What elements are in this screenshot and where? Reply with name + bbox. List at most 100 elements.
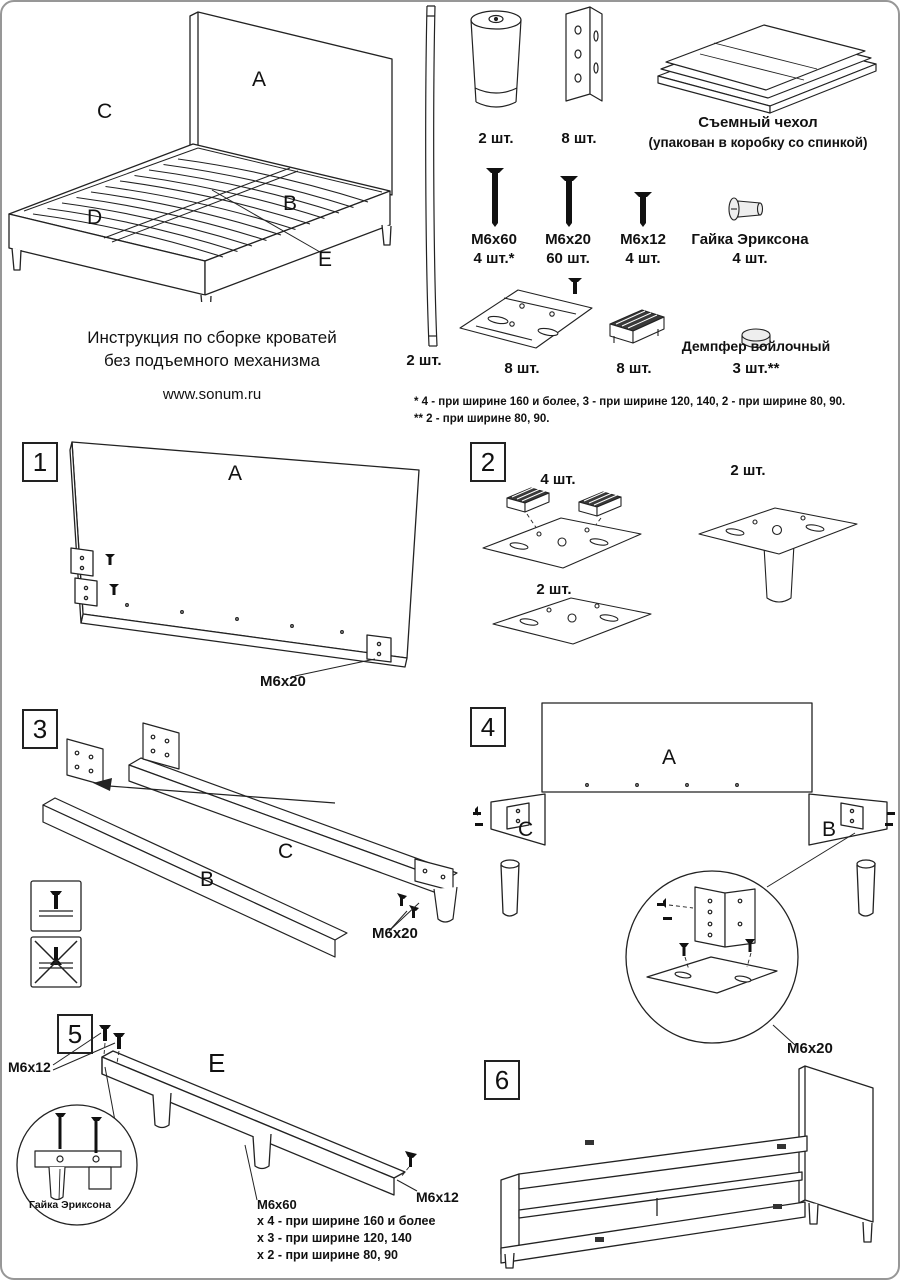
step1-label-a: A — [228, 462, 243, 485]
ov-label-e: E — [318, 248, 333, 271]
leg-qty: 2 шт. — [478, 130, 514, 147]
center-beam-e — [102, 1051, 405, 1178]
bed-slats — [32, 159, 368, 258]
m6x60-name: M6x60 — [471, 231, 517, 248]
step1-drawing — [17, 430, 462, 680]
ov-label-a: A — [252, 68, 267, 91]
website-url: www.sonum.ru — [162, 386, 262, 403]
erikson-nut-qty: 4 шт. — [732, 250, 768, 267]
beam-leg — [253, 1134, 271, 1169]
step2-qty-top: 4 шт. — [540, 471, 576, 488]
angle-bracket-qty: 8 шт. — [561, 130, 597, 147]
m6x60-qty: 4 шт.* — [473, 250, 515, 267]
step6-number-box: 6 — [484, 1060, 520, 1100]
near-rail — [501, 1202, 805, 1263]
cover-part-drawing — [644, 16, 890, 114]
headboard-shape — [198, 12, 392, 195]
slat-holder-qty: 8 шт. — [616, 360, 652, 377]
title-line2: без подъемного механизма — [104, 351, 320, 370]
step6-drawing — [477, 1052, 897, 1280]
detail-leg — [49, 1167, 65, 1200]
corner-plate-part-drawing — [456, 278, 598, 358]
corner-plate — [493, 598, 651, 644]
m6x12-qty: 4 шт. — [625, 250, 661, 267]
frame-leg — [863, 1222, 872, 1242]
erikson-nut-drawing — [726, 196, 772, 222]
frame-leg — [505, 1253, 514, 1268]
erikson-nut-name: Гайка Эриксона — [691, 231, 809, 248]
slat-holder-part-drawing — [600, 300, 672, 356]
step4-number-box: 4 — [470, 707, 506, 747]
corner-plate — [483, 518, 641, 568]
cover-note: (упакован в коробку со спинкой) — [648, 135, 868, 150]
upright-plate — [67, 739, 103, 785]
damper-qty: 3 шт.** — [732, 360, 780, 377]
end-leg — [434, 887, 457, 922]
far-rail — [519, 1136, 807, 1189]
step3-number-box: 3 — [22, 709, 58, 749]
footnote-2: ** 2 - при ширине 80, 90. — [414, 413, 550, 425]
bed-leg — [382, 225, 391, 245]
step2-qty-bottom: 2 шт. — [536, 581, 572, 598]
step4-label-b: B — [822, 818, 837, 841]
frame-leg — [809, 1203, 818, 1224]
step3-fastener-label: M6x20 — [372, 925, 418, 942]
step4-label-c: C — [518, 818, 534, 841]
foot-board — [501, 1174, 519, 1254]
m6x20-name: M6x20 — [545, 231, 591, 248]
step4-label-a: A — [662, 746, 677, 769]
step3-drawing — [17, 695, 467, 1010]
bolt-m6x12-drawing — [634, 192, 652, 227]
m6x12-name: M6x12 — [620, 231, 666, 248]
slat-part-drawing — [416, 2, 444, 350]
center-beam — [519, 1172, 802, 1218]
step1-fastener-label: M6x20 — [260, 673, 306, 690]
step5-drawing — [7, 1025, 465, 1280]
headboard-panel — [542, 703, 812, 792]
title-line1: Инструкция по сборке кроватей — [87, 328, 337, 347]
step4-fastener-label: M6x20 — [787, 1040, 833, 1057]
bolt-m6x20-drawing — [560, 176, 578, 227]
step2-qty-right: 2 шт. — [730, 462, 766, 479]
step3-label-b: B — [200, 868, 215, 891]
ov-label-c: C — [97, 100, 113, 123]
step5-note-line2: x 3 - при ширине 120, 140 — [257, 1231, 412, 1245]
step5-label-e: E — [208, 1048, 226, 1078]
footnote-1: * 4 - при ширине 160 и более, 3 - при ши… — [414, 396, 846, 408]
bolt-m6x60-drawing — [486, 168, 504, 227]
corner-plate-qty: 8 шт. — [504, 360, 540, 377]
left-leg — [501, 863, 519, 916]
right-rail-face — [205, 191, 390, 295]
step1-number-box: 1 — [22, 442, 58, 482]
step5-number-box: 5 — [57, 1014, 93, 1054]
step5-nut-label: Гайка Эриксона — [29, 1199, 112, 1211]
felt-damper-drawing — [738, 326, 774, 354]
step5-fastener-left-label: M6x12 — [8, 1059, 51, 1075]
step5-note-line3: x 2 - при ширине 80, 90 — [257, 1248, 398, 1262]
right-leg — [857, 863, 875, 916]
angle-bracket-part-drawing — [550, 2, 608, 116]
m6x20-qty: 60 шт. — [546, 250, 590, 267]
slat-qty: 2 шт. — [406, 352, 442, 369]
upright-plate — [143, 723, 179, 769]
cover-name: Съемный чехол — [698, 114, 818, 131]
damper-name: Демпфер войлочный — [681, 338, 831, 354]
step3-label-c: C — [278, 840, 294, 863]
ov-label-d: D — [87, 206, 103, 229]
step5-note-title: M6x60 — [257, 1197, 297, 1212]
step2-number-box: 2 — [470, 442, 506, 482]
step5-fastener-right-label: M6x12 — [416, 1189, 459, 1205]
step2-drawing — [467, 430, 897, 690]
leg-part-drawing — [466, 6, 526, 118]
ov-label-b: B — [283, 192, 298, 215]
corner-plate-with-leg — [699, 508, 857, 602]
step4-drawing — [473, 695, 895, 1095]
label-e-leader — [212, 190, 320, 252]
beam-leg — [153, 1093, 171, 1128]
slat-holder — [579, 491, 621, 516]
headboard-shape — [805, 1066, 873, 1222]
step5-note-line1: x 4 - при ширине 160 и более — [257, 1214, 436, 1228]
slat-holder — [507, 487, 549, 512]
bed-leg — [201, 295, 211, 302]
